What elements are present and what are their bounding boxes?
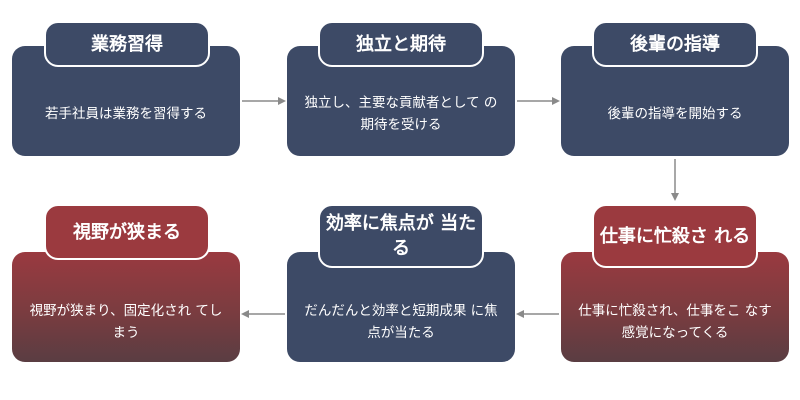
step-2-title-tab: 独立と期待: [318, 21, 484, 67]
step-2-description: 独立し、主要な貢献者として の期待を受ける: [304, 95, 498, 133]
arrow-right-2-icon: [517, 97, 560, 105]
step-3-description: 後輩の指導を開始する: [607, 106, 743, 122]
step-3-title-tab: 後輩の指導: [592, 21, 758, 67]
step-4-description: 仕事に忙殺され、仕事をこ なす感覚になってくる: [578, 303, 772, 341]
step-6-box: 視野が狭まり、固定化され てしまう: [12, 252, 240, 362]
step-2-title: 独立と期待: [356, 33, 446, 55]
step-4-box: 仕事に忙殺され、仕事をこ なす感覚になってくる: [561, 252, 789, 362]
step-4-title: 仕事に忙殺さ れる: [599, 225, 751, 247]
step-3-title: 後輩の指導: [630, 33, 720, 55]
arrow-right-1-icon: [242, 97, 286, 105]
step-5-box: だんだんと効率と短期成果 に焦点が当たる: [287, 252, 515, 362]
step-5-title: 効率に焦点が 当たる: [325, 213, 477, 259]
arrow-left-1-icon: [516, 310, 559, 318]
step-1-description: 若手社員は業務を習得する: [45, 106, 207, 122]
step-6-description: 視野が狭まり、固定化され てしまう: [29, 303, 223, 341]
step-4-title-tab: 仕事に忙殺さ れる: [592, 204, 758, 268]
arrow-left-2-icon: [241, 310, 285, 318]
step-1-title-tab: 業務習得: [44, 21, 210, 67]
step-5-title-tab: 効率に焦点が 当たる: [318, 204, 484, 268]
arrow-down-icon: [671, 159, 679, 201]
step-5-description: だんだんと効率と短期成果 に焦点が当たる: [304, 303, 498, 341]
step-1-title: 業務習得: [91, 33, 163, 55]
step-6-title-tab: 視野が狭まる: [44, 204, 210, 260]
step-6-title: 視野が狭まる: [73, 221, 181, 243]
